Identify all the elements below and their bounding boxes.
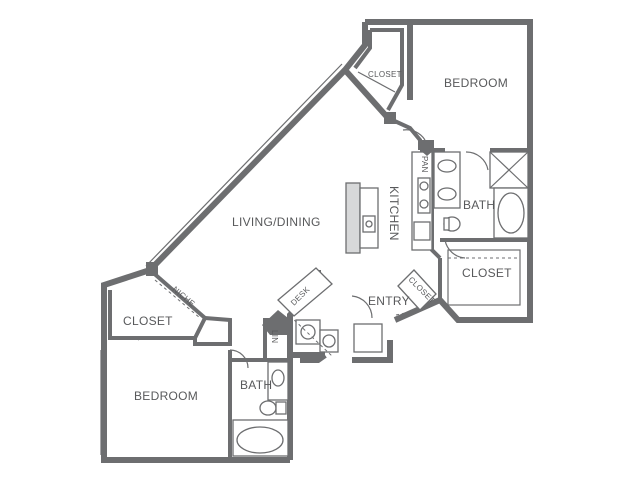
- label-pan: PAN: [420, 156, 429, 173]
- label-bath-2: BATH: [240, 378, 272, 392]
- label-bath-1: BATH: [463, 198, 495, 212]
- desk-laundry: [277, 267, 383, 357]
- room-labels: BEDROOM CLOSET LIVING/DINING KITCHEN PAN…: [123, 70, 512, 403]
- entry-closet: [395, 269, 437, 316]
- label-closet-2: CLOSET: [462, 266, 512, 280]
- label-entry: ENTRY: [368, 294, 410, 308]
- bath-2-fixtures: [232, 361, 289, 457]
- label-kitchen: KITCHEN: [387, 186, 401, 241]
- label-closet-1: CLOSET: [368, 70, 402, 79]
- label-bedroom-1: BEDROOM: [444, 76, 508, 90]
- label-closet-4: CLOSET: [123, 314, 173, 328]
- label-lin: LIN: [270, 330, 279, 343]
- bath-1-fixtures: [433, 151, 529, 239]
- label-living-dining: LIVING/DINING: [232, 215, 321, 229]
- structural-columns: [146, 112, 396, 335]
- closet-2-area: [447, 249, 521, 306]
- exterior-walls: [100, 19, 533, 463]
- kitchen-island: [345, 182, 379, 254]
- kitchen-counter: [411, 140, 434, 251]
- label-bedroom-2: BEDROOM: [134, 389, 198, 403]
